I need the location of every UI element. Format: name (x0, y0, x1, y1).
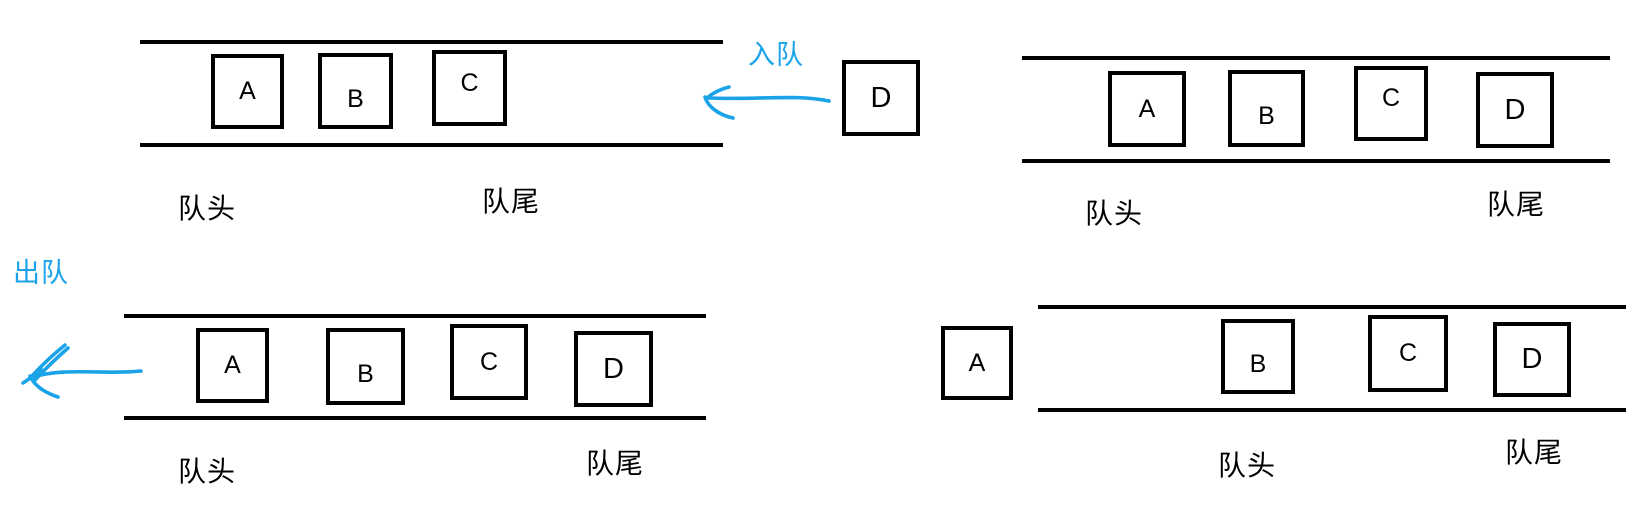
queue-item-label: D (1504, 93, 1526, 126)
queue2-item-box: C (1354, 66, 1428, 141)
queue-item-label: D (1521, 343, 1543, 375)
queue4-bottom-rail (1038, 408, 1626, 412)
queue1-item-box: C (432, 50, 507, 126)
queue-item-label: B (1249, 350, 1267, 378)
enqueue-arrow (703, 85, 831, 120)
queue1-front-label: 队头 (178, 192, 237, 225)
queue4-item-box: D (1493, 322, 1571, 397)
queue2-item-box: B (1228, 70, 1305, 147)
queue-item-label: B (1258, 102, 1275, 130)
queue-item-label: C (460, 68, 479, 97)
queue2-bottom-rail (1022, 159, 1610, 163)
queue-item-label: B (347, 84, 364, 113)
dequeue-label: 出队 (13, 258, 69, 289)
queue1-rear-label: 队尾 (482, 185, 541, 218)
queue-item-label: C (1398, 339, 1418, 367)
queue3-top-rail (124, 314, 706, 318)
queue-item-label: D (870, 81, 892, 114)
queue3-bottom-rail (124, 416, 706, 420)
queue2-item-box: D (1476, 72, 1554, 148)
queue2-item-box: A (1108, 71, 1186, 147)
queue-item-label: A (968, 348, 986, 377)
queue-item-label: C (1381, 84, 1401, 112)
queue4-front-label: 队头 (1218, 449, 1277, 482)
queue1-bottom-rail (140, 143, 723, 147)
queue3-front-label: 队头 (178, 455, 237, 488)
queue1-item-box: A (211, 54, 284, 129)
queue-item-label: A (224, 351, 241, 379)
queue2-front-label: 队头 (1085, 197, 1144, 230)
queue1-top-rail (140, 40, 723, 44)
queue-item-label: A (1138, 94, 1156, 123)
queue-item-label: D (603, 352, 624, 385)
queue-item-label: B (357, 360, 374, 388)
queue2-top-rail (1022, 56, 1610, 60)
queue4-top-rail (1038, 305, 1626, 309)
dequeued-item-box: A (941, 326, 1013, 400)
queue4-item-box: B (1221, 319, 1295, 394)
queue-item-label: A (239, 77, 256, 105)
queue3-rear-label: 队尾 (586, 447, 645, 480)
queue2-rear-label: 队尾 (1487, 188, 1546, 221)
queue3-item-box: D (574, 331, 653, 407)
enqueue-item-box: D (842, 60, 920, 136)
enqueue-label: 入队 (748, 40, 804, 71)
queue3-item-box: C (450, 324, 528, 400)
queue1-item-box: B (318, 53, 393, 129)
queue4-item-box: C (1368, 315, 1448, 392)
queue-item-label: C (479, 347, 499, 376)
queue3-item-box: B (326, 328, 405, 405)
dequeue-arrow (21, 343, 143, 399)
queue3-item-box: A (196, 328, 269, 403)
queue4-rear-label: 队尾 (1505, 436, 1564, 469)
